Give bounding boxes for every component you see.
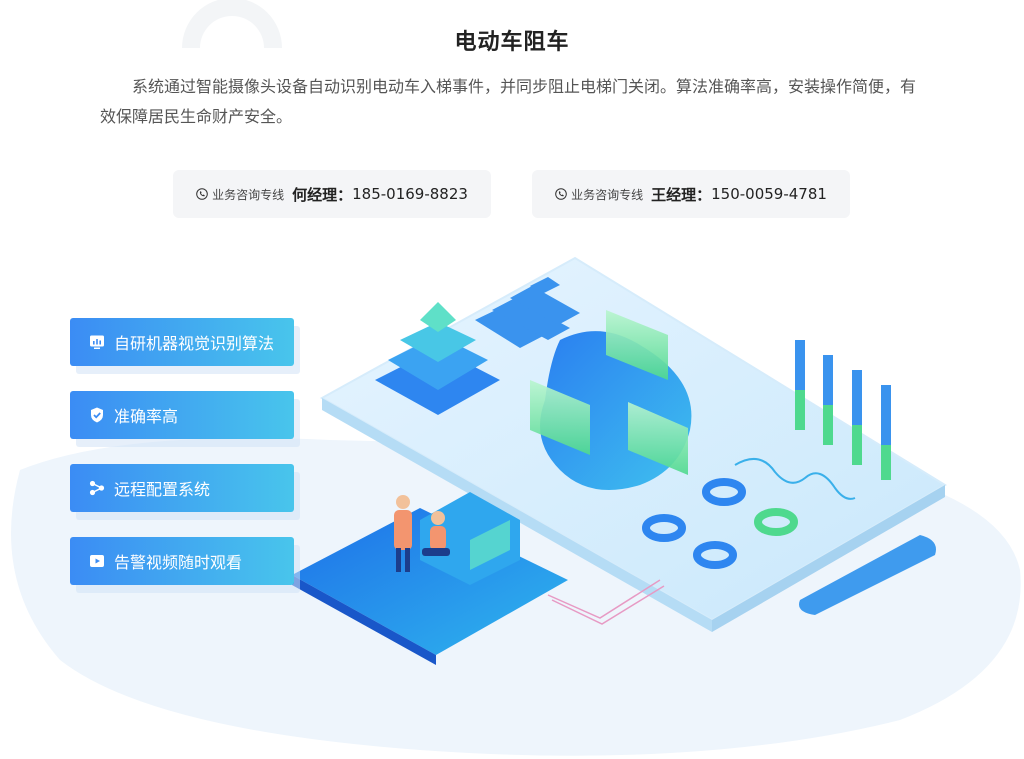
green-panel (628, 402, 688, 475)
board-stripes (475, 277, 580, 348)
control-console (420, 492, 520, 585)
page-description: 系统通过智能摄像头设备自动识别电动车入梯事件，并同步阻止电梯门关闭。算法准确率高… (100, 77, 917, 126)
feature-label: 准确率高 (114, 407, 179, 426)
play-video-icon (88, 552, 106, 570)
bar-columns (795, 340, 891, 480)
connector-line (551, 585, 665, 625)
shield-check-icon (88, 406, 106, 424)
page-title: 电动车阻车 (454, 30, 570, 55)
pyramid (375, 302, 500, 415)
operator-platform (292, 508, 568, 655)
contact-number[interactable]: 185-0169-8823 (352, 185, 468, 203)
feature-list: 自研机器视觉识别算法 准确率高 远程配置系统 告警视频随时观看 (70, 318, 294, 610)
contact-card-he[interactable]: 业务咨询专线 何经理： 185-0169-8823 (173, 170, 491, 218)
main-board-side (712, 485, 945, 632)
feature-label: 告警视频随时观看 (114, 553, 243, 572)
green-panel (530, 380, 590, 455)
isometric-illustration (11, 256, 1021, 756)
hotline-label: 业务咨询专线 (212, 187, 285, 202)
connector-line (547, 579, 661, 619)
contact-card-wang[interactable]: 业务咨询专线 王经理： 150-0059-4781 (532, 170, 850, 218)
wave-line (734, 457, 856, 500)
share-nodes-icon (88, 479, 106, 497)
phone-icon (196, 188, 208, 200)
contact-person: 何经理： (292, 185, 353, 204)
contact-person: 王经理： (651, 185, 712, 204)
feature-item-vision-algorithm[interactable]: 自研机器视觉识别算法 (70, 318, 294, 366)
platform-edge (292, 575, 436, 665)
main-board-edge (322, 398, 712, 632)
feature-item-alarm-video[interactable]: 告警视频随时观看 (70, 537, 294, 585)
operator-people (394, 495, 450, 572)
ring-gauges (642, 478, 798, 569)
pill-bar (799, 535, 936, 615)
green-panel (606, 310, 668, 380)
feature-label: 自研机器视觉识别算法 (114, 334, 275, 353)
phone-icon (555, 188, 567, 200)
hotline-label: 业务咨询专线 (571, 187, 644, 202)
feature-item-remote-config[interactable]: 远程配置系统 (70, 464, 294, 512)
feature-item-high-accuracy[interactable]: 准确率高 (70, 391, 294, 439)
contact-number[interactable]: 150-0059-4781 (711, 185, 827, 203)
feature-label: 远程配置系统 (114, 480, 211, 499)
console-screen (470, 520, 510, 570)
monitor-chart-icon (88, 333, 106, 351)
